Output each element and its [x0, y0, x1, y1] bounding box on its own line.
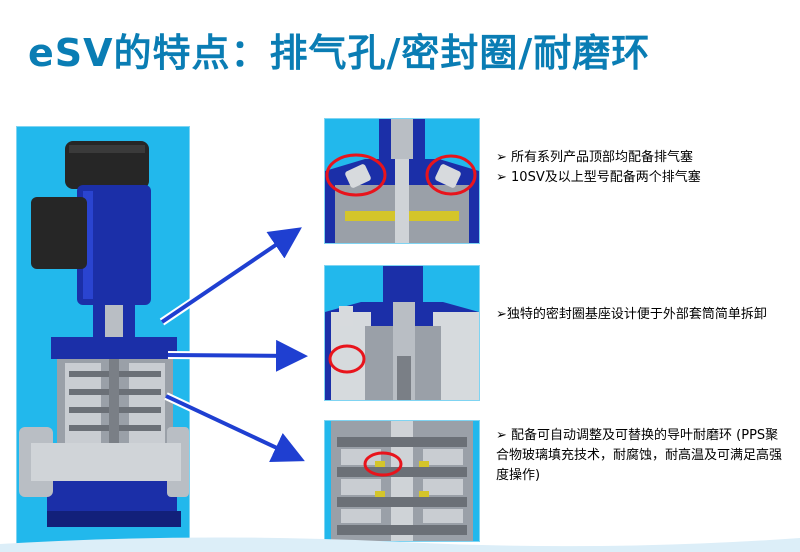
- bullet-group-seal: ➢独特的密封圈基座设计便于外部套筒简单拆卸: [496, 305, 786, 325]
- highlight-circle: [328, 344, 366, 374]
- arrow-right-icon: [159, 227, 302, 326]
- bullet-item: ➢ 10SV及以上型号配备两个排气塞: [496, 170, 701, 185]
- highlight-circle: [325, 153, 387, 197]
- bullet-item: ➢ 配备可自动调整及可替换的导叶耐磨环 (PPS聚合物玻璃填充技术，耐腐蚀，耐高…: [496, 428, 783, 483]
- arrow-right-icon: [164, 392, 305, 462]
- bullet-item: ➢ 所有系列产品顶部均配备排气塞: [496, 150, 694, 165]
- arrow-right-icon: [167, 339, 308, 372]
- detail-vent-plugs: [324, 118, 480, 244]
- bottom-wave-decoration: [0, 537, 800, 552]
- highlight-circle: [425, 154, 477, 196]
- bullet-group-wear-ring: ➢ 配备可自动调整及可替换的导叶耐磨环 (PPS聚合物玻璃填充技术，耐腐蚀，耐高…: [496, 426, 786, 486]
- bullet-item: ➢独特的密封圈基座设计便于外部套筒简单拆卸: [496, 307, 767, 322]
- pump-illustration: [16, 126, 190, 548]
- highlight-circle: [363, 451, 403, 477]
- detail-seal-housing: [324, 265, 480, 401]
- bullet-group-vent: ➢ 所有系列产品顶部均配备排气塞 ➢ 10SV及以上型号配备两个排气塞: [496, 148, 786, 188]
- slide-title: eSV的特点：排气孔/密封圈/耐磨环: [28, 31, 651, 75]
- detail-wear-rings: [324, 420, 480, 542]
